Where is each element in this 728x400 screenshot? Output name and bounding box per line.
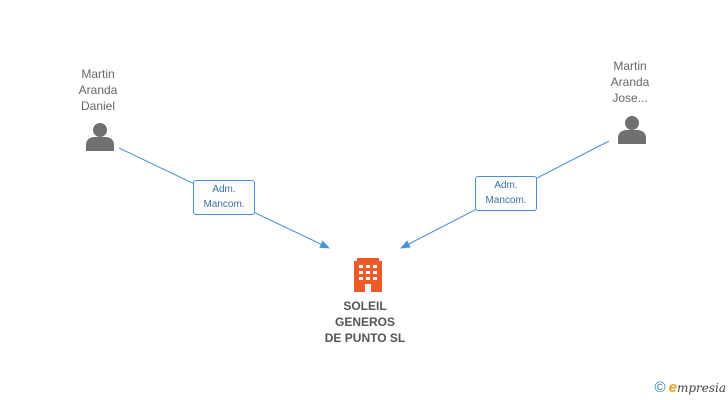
brand-logo: empresia xyxy=(669,379,726,396)
copyright-icon: © xyxy=(654,379,666,396)
relation-badge-left[interactable]: Adm. Mancom. xyxy=(193,180,255,215)
person-name-line: Jose... xyxy=(612,91,648,105)
person-name-right[interactable]: Martin Aranda Jose... xyxy=(590,58,670,106)
relation-badge-line: Adm. xyxy=(494,180,518,191)
person-name-line: Aranda xyxy=(78,83,118,97)
relation-badge-line: Adm. xyxy=(212,184,236,195)
person-name-line: Martin xyxy=(613,59,647,73)
person-name-line: Daniel xyxy=(80,99,116,113)
footer-brand[interactable]: © empresia xyxy=(655,379,726,396)
company-name-line: DE PUNTO SL xyxy=(324,331,406,345)
brand-name: mpresia xyxy=(676,381,726,395)
company-name-line: SOLEIL xyxy=(343,299,387,313)
building-icon[interactable] xyxy=(354,258,382,292)
person-name-line: Aranda xyxy=(610,75,650,89)
company-name-line: GENEROS xyxy=(334,315,395,329)
relation-badge-right[interactable]: Adm. Mancom. xyxy=(475,176,537,211)
brand-initial: e xyxy=(668,379,677,396)
person-icon[interactable] xyxy=(86,123,114,151)
person-name-left[interactable]: Martin Aranda Daniel xyxy=(58,66,138,114)
relation-badge-line: Mancom. xyxy=(485,195,527,206)
company-name[interactable]: SOLEIL GENEROS DE PUNTO SL xyxy=(305,298,425,346)
person-icon[interactable] xyxy=(618,116,646,144)
person-name-line: Martin xyxy=(81,67,115,81)
relation-badge-line: Mancom. xyxy=(203,199,245,210)
